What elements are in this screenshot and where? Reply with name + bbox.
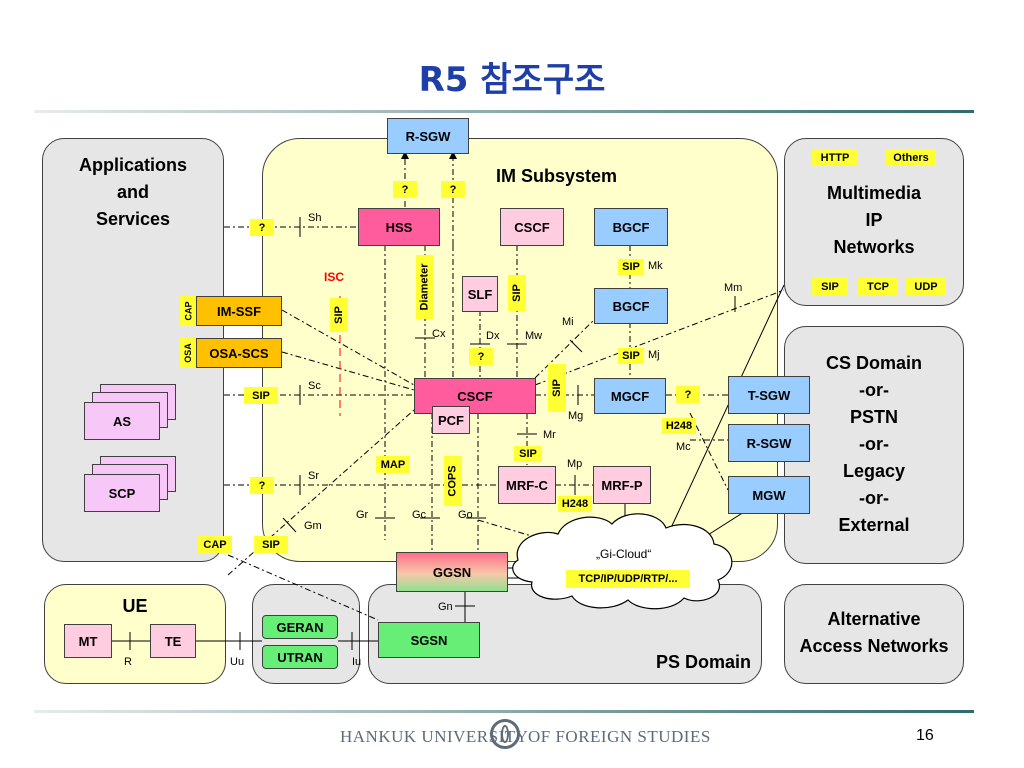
gr-interface: Gr bbox=[356, 509, 369, 521]
im-ssf-node[interactable]: IM-SSF bbox=[196, 296, 282, 326]
mt-node[interactable]: MT bbox=[64, 624, 112, 658]
t-sgw-node[interactable]: T-SGW bbox=[728, 376, 810, 414]
scp-node[interactable]: SCP bbox=[84, 474, 160, 512]
mw-interface: Mw bbox=[525, 330, 543, 342]
hss-node[interactable]: HSS bbox=[358, 208, 440, 246]
sip-mm-label: SIP bbox=[812, 278, 848, 295]
gn-interface: Gn bbox=[438, 601, 453, 613]
te-node[interactable]: TE bbox=[150, 624, 196, 658]
iu-interface: Iu bbox=[352, 656, 362, 668]
alternative-access-panel bbox=[784, 584, 964, 684]
osa-vertical-label: OSA bbox=[180, 338, 196, 368]
ggsn-node[interactable]: GGSN bbox=[396, 552, 508, 592]
mr-interface: Mr bbox=[543, 429, 556, 441]
rsgw-q1-label: ? bbox=[393, 181, 417, 198]
h248-mc-label: H248 bbox=[662, 418, 696, 434]
http-label: HTTP bbox=[812, 149, 858, 166]
bgcf-top-node[interactable]: BGCF bbox=[594, 208, 668, 246]
mgw-node[interactable]: MGW bbox=[728, 476, 810, 514]
alternative-access-label: Alternative Access Networks bbox=[799, 609, 949, 656]
ps-domain-label: PS Domain bbox=[656, 652, 752, 672]
sip-mr-label: SIP bbox=[514, 446, 542, 462]
mi-interface: Mi bbox=[562, 316, 574, 328]
sh-q-label: ? bbox=[250, 219, 274, 236]
mg-interface: Mg bbox=[568, 410, 584, 422]
tcpip-label: TCP/IP/UDP/RTP/... bbox=[566, 570, 690, 588]
cops-label: COPS bbox=[444, 456, 462, 506]
cs-domain-label: CS Domain -or- PSTN -or- Legacy -or- Ext… bbox=[825, 353, 922, 535]
footer-divider bbox=[34, 710, 974, 713]
page-number: 16 bbox=[916, 727, 934, 744]
sip-gm-label: SIP bbox=[254, 536, 288, 553]
mrf-c-node[interactable]: MRF-C bbox=[498, 466, 556, 504]
sip-cscf-vertical-label: SIP bbox=[508, 275, 526, 311]
slide-title: R5 참조구조 bbox=[418, 60, 606, 100]
as-node[interactable]: AS bbox=[84, 402, 160, 440]
im-subsystem-label: IM Subsystem bbox=[496, 166, 618, 186]
rsgw-q2-label: ? bbox=[441, 181, 465, 198]
cap-vertical-label: CAP bbox=[180, 296, 196, 326]
geran-node[interactable]: GERAN bbox=[262, 615, 338, 639]
r-sgw-cs-node[interactable]: R-SGW bbox=[728, 424, 810, 462]
sip-mk-label: SIP bbox=[618, 259, 644, 275]
gi-cloud-label: „Gi-Cloud“ bbox=[596, 547, 652, 561]
mgcf-q-label: ? bbox=[676, 386, 700, 403]
others-label: Others bbox=[886, 149, 936, 166]
mj-interface: Mj bbox=[648, 349, 660, 361]
slf-node[interactable]: SLF bbox=[462, 276, 498, 312]
tcp-label: TCP bbox=[858, 278, 898, 295]
r-interface: R bbox=[124, 656, 132, 668]
title-divider bbox=[34, 110, 974, 113]
cx-interface: Cx bbox=[432, 328, 446, 340]
university-name-left: HANKUK UNIVERSITY bbox=[340, 727, 529, 746]
gi-cloud-shape bbox=[512, 513, 733, 610]
udp-label: UDP bbox=[906, 278, 946, 295]
university-name-right: OF FOREIGN STUDIES bbox=[528, 727, 711, 746]
university-logo-icon bbox=[490, 719, 520, 749]
r-sgw-top-node[interactable]: R-SGW bbox=[387, 118, 469, 154]
sc-interface: Sc bbox=[308, 380, 321, 392]
applications-panel-label: Applications and Services bbox=[78, 155, 187, 229]
mp-interface: Mp bbox=[567, 458, 583, 470]
utran-node[interactable]: UTRAN bbox=[262, 645, 338, 669]
pcf-node[interactable]: PCF bbox=[432, 406, 470, 434]
diameter-label: Diameter bbox=[416, 255, 434, 319]
gc-interface: Gc bbox=[412, 509, 427, 521]
dx-q-label: ? bbox=[469, 348, 493, 365]
bgcf-bottom-node[interactable]: BGCF bbox=[594, 288, 668, 324]
sip-sc-label: SIP bbox=[244, 387, 278, 404]
cs-domain-panel bbox=[784, 326, 964, 564]
uu-interface: Uu bbox=[230, 656, 245, 668]
sgsn-node[interactable]: SGSN bbox=[378, 622, 480, 658]
sh-interface: Sh bbox=[308, 212, 322, 224]
sip-isc-label: SIP bbox=[330, 298, 348, 332]
multimedia-ip-label: Multimedia IP Networks bbox=[826, 183, 921, 257]
gm-interface: Gm bbox=[304, 520, 322, 532]
cscf-top-node[interactable]: CSCF bbox=[500, 208, 564, 246]
sr-q-label: ? bbox=[250, 477, 274, 494]
mk-interface: Mk bbox=[648, 260, 663, 272]
ue-label: UE bbox=[122, 596, 148, 616]
osa-scs-node[interactable]: OSA-SCS bbox=[196, 338, 282, 368]
sip-mg-label: SIP bbox=[548, 364, 566, 412]
cap-label: CAP bbox=[198, 536, 232, 553]
dx-interface: Dx bbox=[486, 330, 500, 342]
isc-interface: ISC bbox=[324, 270, 345, 284]
map-label: MAP bbox=[376, 456, 410, 473]
sip-mj-label: SIP bbox=[618, 348, 644, 364]
mc-interface: Mc bbox=[676, 441, 691, 453]
mrf-p-node[interactable]: MRF-P bbox=[593, 466, 651, 504]
h248-mp-label: H248 bbox=[558, 496, 592, 512]
sr-interface: Sr bbox=[308, 470, 319, 482]
mm-interface: Mm bbox=[724, 282, 743, 294]
mgcf-node[interactable]: MGCF bbox=[594, 378, 666, 414]
go-interface: Go bbox=[458, 509, 473, 521]
